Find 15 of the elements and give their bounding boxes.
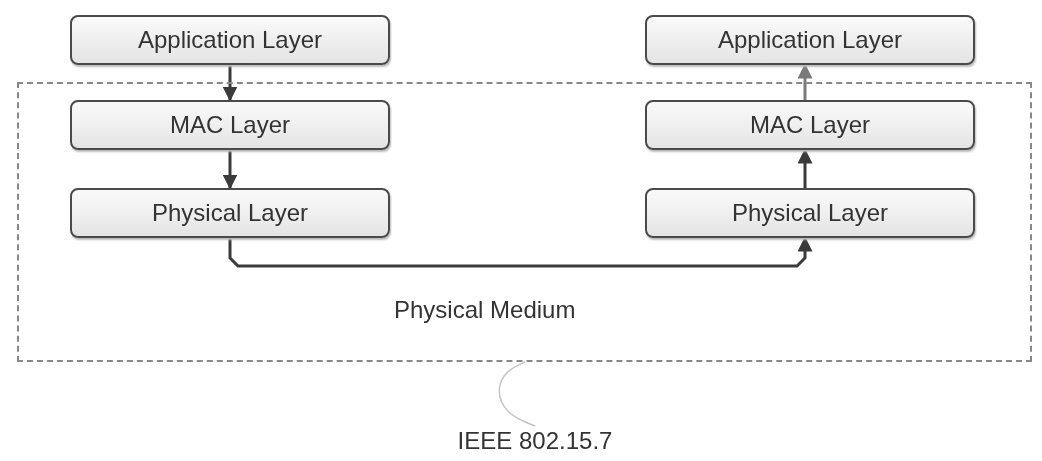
standard-label: IEEE 802.15.7 xyxy=(435,424,635,458)
arrow xyxy=(228,236,813,268)
layer-box: Physical Layer xyxy=(70,188,390,238)
layer-box: MAC Layer xyxy=(70,100,390,150)
layer-box: Application Layer xyxy=(645,15,975,65)
arrow xyxy=(222,150,238,190)
layer-box: Application Layer xyxy=(70,15,390,65)
dashed-boundary xyxy=(17,82,1032,362)
arrow xyxy=(797,63,813,100)
region-label: Physical Medium xyxy=(394,296,576,324)
layer-box: MAC Layer xyxy=(645,100,975,150)
layer-box: Physical Layer xyxy=(645,188,975,238)
arrow xyxy=(222,65,238,102)
leader-line xyxy=(498,361,536,427)
arrow xyxy=(797,148,813,188)
